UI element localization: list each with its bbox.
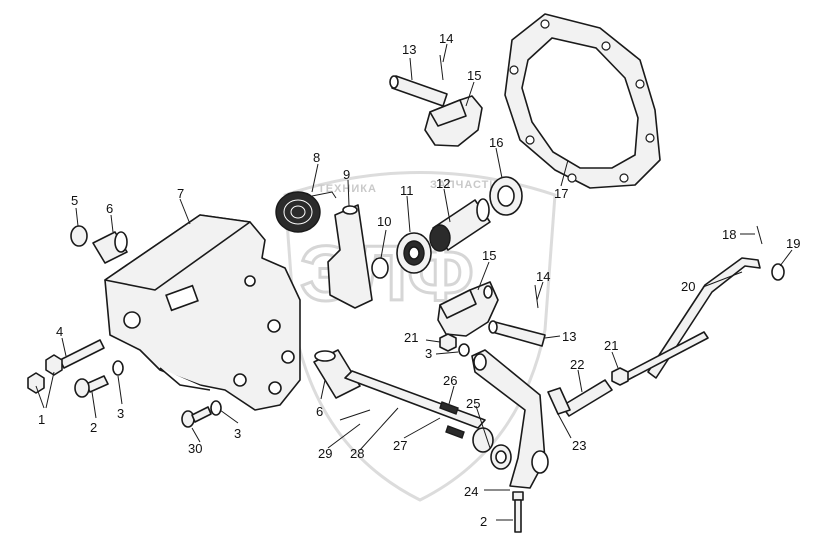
key-lower-part xyxy=(445,425,465,439)
callout-15b: 15 xyxy=(482,248,496,263)
callout-15a: 15 xyxy=(467,68,481,83)
nut-center-part xyxy=(439,333,457,352)
callout-12: 12 xyxy=(436,176,450,191)
bolt-30-part xyxy=(181,406,212,428)
callout-25: 25 xyxy=(466,396,480,411)
bearing-part xyxy=(396,232,432,274)
washer-30-part xyxy=(210,400,222,416)
bolt-4-part xyxy=(45,339,105,376)
pin-22-part xyxy=(547,379,613,417)
callout-24: 24 xyxy=(464,484,478,499)
callout-17: 17 xyxy=(554,186,568,201)
housing-part xyxy=(104,214,301,411)
callout-8: 8 xyxy=(313,150,320,165)
washer-left-part xyxy=(112,360,124,376)
lever-arm-part xyxy=(471,349,549,489)
fork-lower-part xyxy=(437,281,499,337)
callout-4: 4 xyxy=(56,324,63,339)
watermark-shield-icon xyxy=(283,171,557,502)
callout-9: 9 xyxy=(343,167,350,182)
callout-22: 22 xyxy=(570,357,584,372)
callout-1: 1 xyxy=(38,412,45,427)
callout-5: 5 xyxy=(71,193,78,208)
watermark-right-text: ЗАПЧАСТИ xyxy=(430,179,498,191)
callout-6a: 6 xyxy=(106,201,113,216)
plug-part xyxy=(70,225,88,247)
washer-center-part xyxy=(458,343,470,357)
shaft-part xyxy=(339,370,486,429)
callout-16: 16 xyxy=(489,135,503,150)
bushing-lower-part xyxy=(313,349,361,399)
callout-26: 26 xyxy=(443,373,457,388)
nut-left-part xyxy=(27,372,45,394)
callout-30: 30 xyxy=(188,441,202,456)
fork-upper-part xyxy=(424,95,483,147)
bushing-upper-part xyxy=(92,231,128,264)
callout-14a: 14 xyxy=(439,31,453,46)
callout-18: 18 xyxy=(722,227,736,242)
callout-2a: 2 xyxy=(90,420,97,435)
callout-3c: 3 xyxy=(234,426,241,441)
ring-part xyxy=(371,257,389,279)
callout-11: 11 xyxy=(400,183,414,198)
callout-14b: 14 xyxy=(536,269,550,284)
gasket-part xyxy=(504,13,661,189)
leader-lines xyxy=(35,43,793,521)
callout-13b: 13 xyxy=(562,329,576,344)
callout-2b: 2 xyxy=(480,514,487,529)
callout-10: 10 xyxy=(377,214,391,229)
callout-23: 23 xyxy=(572,438,586,453)
lever-part xyxy=(327,204,373,309)
key-part xyxy=(439,401,459,415)
sleeve-part xyxy=(429,198,491,252)
callout-7: 7 xyxy=(177,186,184,201)
callout-21b: 21 xyxy=(604,338,618,353)
callout-21a: 21 xyxy=(404,330,418,345)
washer-19-part xyxy=(771,263,785,281)
callout-20: 20 xyxy=(681,279,695,294)
rod-part xyxy=(619,257,761,383)
pin-upper-part xyxy=(389,54,448,107)
nut-right-part xyxy=(611,367,629,386)
callout-labels: 1 2 3 4 5 6 7 8 9 10 11 12 13 13 14 14 1… xyxy=(38,31,800,529)
pin-lower-part xyxy=(488,284,546,347)
spacer-part xyxy=(472,427,494,453)
callout-27: 27 xyxy=(393,438,407,453)
callout-29: 29 xyxy=(318,446,332,461)
callout-28: 28 xyxy=(350,446,364,461)
bolt-bottom-part xyxy=(512,491,524,533)
bolt-2-part xyxy=(74,375,109,398)
washer-part xyxy=(489,176,523,216)
callout-13a: 13 xyxy=(402,42,416,57)
callout-3a: 3 xyxy=(117,406,124,421)
callout-3b: 3 xyxy=(425,346,432,361)
spring-part xyxy=(275,191,337,233)
callout-19: 19 xyxy=(786,236,800,251)
callout-6b: 6 xyxy=(316,404,323,419)
